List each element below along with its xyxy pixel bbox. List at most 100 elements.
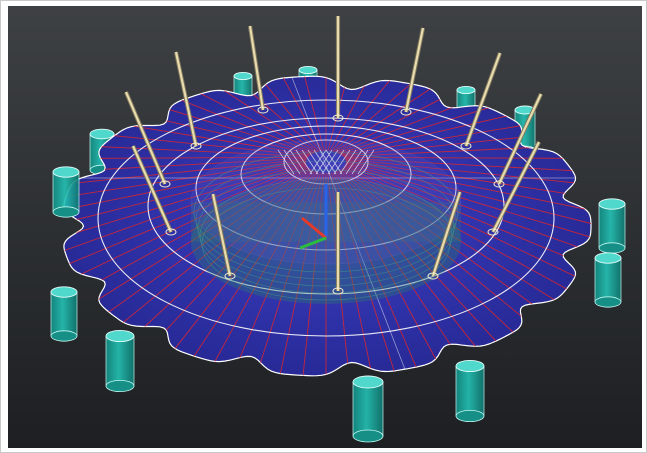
mesh-radial-line bbox=[342, 167, 552, 319]
hatch-line bbox=[357, 149, 375, 175]
anchor-cylinder bbox=[598, 198, 626, 254]
mesh-radial-line bbox=[344, 165, 585, 282]
anchor-cylinder bbox=[455, 359, 485, 422]
mast-base bbox=[159, 180, 171, 188]
axis-x bbox=[301, 216, 327, 240]
mesh-radial-line bbox=[100, 167, 310, 319]
mesh-radial-line bbox=[67, 157, 308, 172]
mesh-radial-line bbox=[337, 170, 485, 358]
mesh-radial-line bbox=[67, 165, 308, 282]
3d-viewport[interactable] bbox=[8, 6, 642, 448]
anchor-top bbox=[50, 286, 78, 298]
3d-scene-canvas[interactable] bbox=[8, 6, 642, 448]
mast bbox=[131, 145, 173, 233]
mesh-ring bbox=[97, 99, 555, 337]
mesh-axis-line bbox=[285, 76, 407, 373]
anchor-top bbox=[233, 71, 253, 81]
body-contour bbox=[195, 160, 457, 280]
mesh-radial-line bbox=[341, 122, 537, 156]
mesh-radial-line bbox=[345, 158, 591, 186]
mesh-radial-line bbox=[63, 164, 307, 268]
anchor-group-front bbox=[50, 166, 626, 443]
body-base bbox=[191, 180, 461, 304]
body-contour bbox=[199, 178, 453, 294]
anchor-cylinder bbox=[50, 286, 78, 342]
anchor-top bbox=[456, 85, 476, 95]
mesh-radial-line bbox=[343, 167, 565, 307]
anchor-body bbox=[598, 203, 626, 249]
anchor-bottom bbox=[455, 409, 485, 422]
mesh-radial-line bbox=[339, 169, 521, 340]
mesh-radial-line bbox=[301, 76, 325, 152]
mast bbox=[211, 193, 232, 277]
mesh-radial-line bbox=[340, 112, 521, 155]
anchor-top bbox=[594, 252, 622, 264]
mesh-radial-line bbox=[149, 103, 314, 155]
mesh-radial-line bbox=[301, 172, 325, 376]
anchor-bottom bbox=[105, 379, 135, 392]
anchor-cylinder bbox=[352, 375, 384, 443]
hatch-line bbox=[277, 149, 295, 175]
anchor-cylinder bbox=[105, 329, 135, 392]
anchor-cylinder bbox=[52, 166, 80, 218]
mesh-radial-line bbox=[254, 76, 322, 152]
mesh-radial-line bbox=[63, 162, 307, 241]
mesh-radial-line bbox=[343, 145, 565, 157]
anchor-cylinder bbox=[594, 252, 622, 308]
mast bbox=[404, 27, 425, 113]
mast-base bbox=[224, 272, 236, 280]
mast-base bbox=[332, 114, 344, 122]
mast bbox=[174, 51, 198, 147]
anchor-top bbox=[298, 65, 318, 75]
axis-y bbox=[299, 236, 327, 250]
mast bbox=[498, 93, 542, 185]
anchor-top bbox=[105, 329, 135, 343]
mesh-radial-line bbox=[335, 171, 464, 365]
mast bbox=[124, 91, 167, 185]
mesh-radial-line bbox=[330, 76, 398, 152]
anchor-bottom bbox=[52, 206, 80, 218]
mesh-radial-line bbox=[342, 133, 552, 157]
mast-base bbox=[332, 287, 344, 295]
anchor-body bbox=[105, 335, 135, 387]
mesh-radial-line bbox=[148, 170, 314, 349]
body-contour bbox=[193, 151, 459, 273]
anchor-top bbox=[89, 128, 115, 140]
mast-base bbox=[493, 180, 505, 188]
axis-gizmo[interactable] bbox=[299, 184, 328, 250]
mesh-radial-line bbox=[345, 161, 591, 227]
mesh-radial-line bbox=[115, 122, 311, 156]
mast-base bbox=[460, 142, 472, 150]
mesh-radial-line bbox=[209, 80, 318, 153]
mast bbox=[431, 191, 462, 277]
mast bbox=[492, 141, 540, 233]
mesh-radial-line bbox=[345, 162, 591, 241]
mesh-radial-line bbox=[131, 169, 313, 340]
anchor-body bbox=[594, 257, 622, 303]
anchor-top bbox=[52, 166, 80, 178]
mesh-radial-line bbox=[345, 163, 591, 255]
mast-group bbox=[124, 16, 543, 295]
mesh-radial-line bbox=[188, 87, 317, 153]
anchor-bottom bbox=[50, 330, 78, 342]
mesh-radial-line bbox=[332, 76, 421, 153]
anchor-top bbox=[352, 375, 384, 389]
mesh-radial-line bbox=[87, 145, 309, 157]
mesh-radial-line bbox=[168, 94, 315, 154]
mesh-radial-line bbox=[344, 157, 585, 172]
mesh-radial-line bbox=[63, 163, 307, 255]
mesh-radial-line bbox=[100, 133, 310, 157]
mesh-radial-line bbox=[167, 170, 315, 358]
mast-base bbox=[165, 228, 177, 236]
mesh-radial-line bbox=[63, 158, 307, 186]
mast bbox=[464, 52, 502, 147]
anchor-body bbox=[50, 291, 78, 337]
mesh-radial-line bbox=[345, 164, 591, 268]
mast-base bbox=[190, 142, 202, 150]
anchor-bottom bbox=[594, 296, 622, 308]
mesh-radial-line bbox=[63, 160, 307, 213]
mesh-radial-line bbox=[209, 171, 318, 372]
mast-base bbox=[400, 108, 412, 116]
mesh-radial-line bbox=[338, 103, 503, 155]
body-contour bbox=[197, 169, 455, 287]
